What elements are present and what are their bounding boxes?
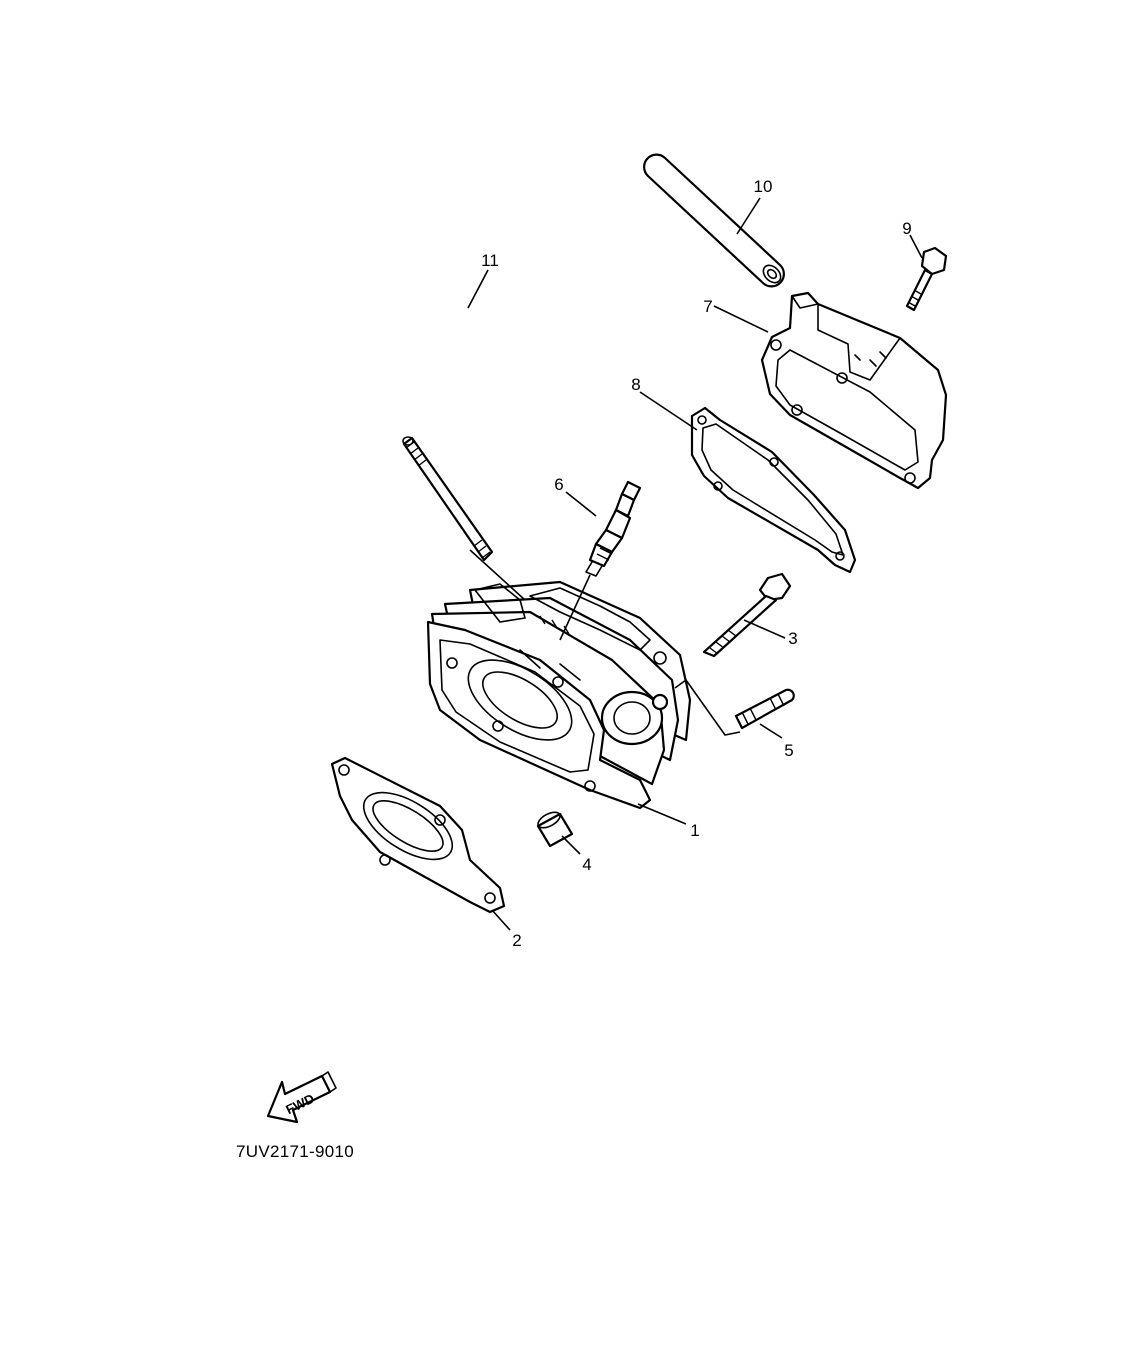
callout-9: 9 [902,219,911,238]
part-number: 7UV2171-9010 [236,1142,354,1161]
leader-3-5-to-head [674,678,741,736]
callout-11: 11 [481,251,499,270]
callout-2: 2 [512,931,521,950]
leader-10 [736,197,761,235]
part-7-cover [760,291,948,490]
leader-6 [565,491,597,517]
leader-3 [743,619,786,639]
leader-4 [561,835,581,855]
leader-11 [467,269,489,309]
part-8-gasket [690,406,857,574]
leader-head-to-11 [469,549,526,601]
callout-5: 5 [784,741,793,760]
part-10-tube [643,153,785,288]
callout-1: 1 [690,821,699,840]
part-3-bolt [702,572,792,658]
callout-labels: 10 9 7 8 11 6 3 5 1 4 2 [481,177,912,950]
leader-head-to-6 [559,574,591,641]
leader-9 [909,234,923,259]
callout-10: 10 [754,177,773,196]
leader-lines [467,197,923,931]
part-5-stud-bolt [734,688,795,730]
callout-6: 6 [554,475,563,494]
callout-7: 7 [703,297,712,316]
leader-8 [639,391,698,431]
leader-7 [713,305,769,333]
part-9-bolt [905,246,948,312]
leader-2 [491,909,511,931]
part-1-cylinder-head [426,580,692,810]
leader-5 [759,723,783,739]
callout-3: 3 [788,629,797,648]
part-11-stud-bolt [402,436,494,562]
part-6-spark-plug [585,480,642,577]
callout-8: 8 [631,375,640,394]
leader-1 [637,803,687,825]
part-2-head-gasket [330,756,506,914]
callout-4: 4 [582,855,591,874]
fwd-arrow-icon: FWD [266,1071,337,1124]
